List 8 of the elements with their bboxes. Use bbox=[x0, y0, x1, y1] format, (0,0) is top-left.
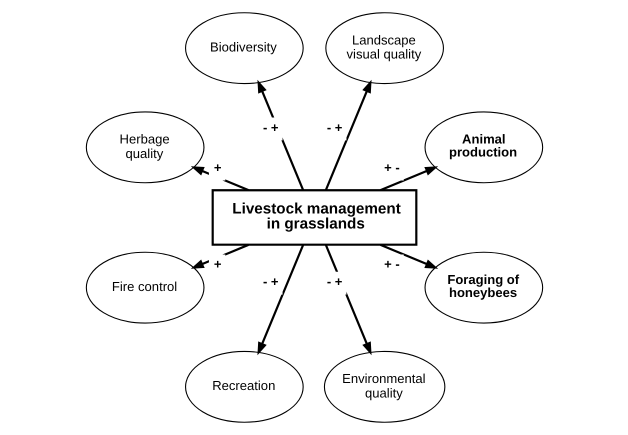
edge-label: - + bbox=[326, 274, 342, 290]
edge-label: + - bbox=[384, 256, 400, 272]
edge-label: - + bbox=[262, 274, 278, 290]
edge-label: - + bbox=[262, 120, 278, 135]
edge-label: + - bbox=[384, 160, 400, 175]
edge-label: + bbox=[213, 256, 221, 272]
edge-label: - + bbox=[326, 120, 342, 135]
edge-label: + bbox=[213, 160, 221, 175]
